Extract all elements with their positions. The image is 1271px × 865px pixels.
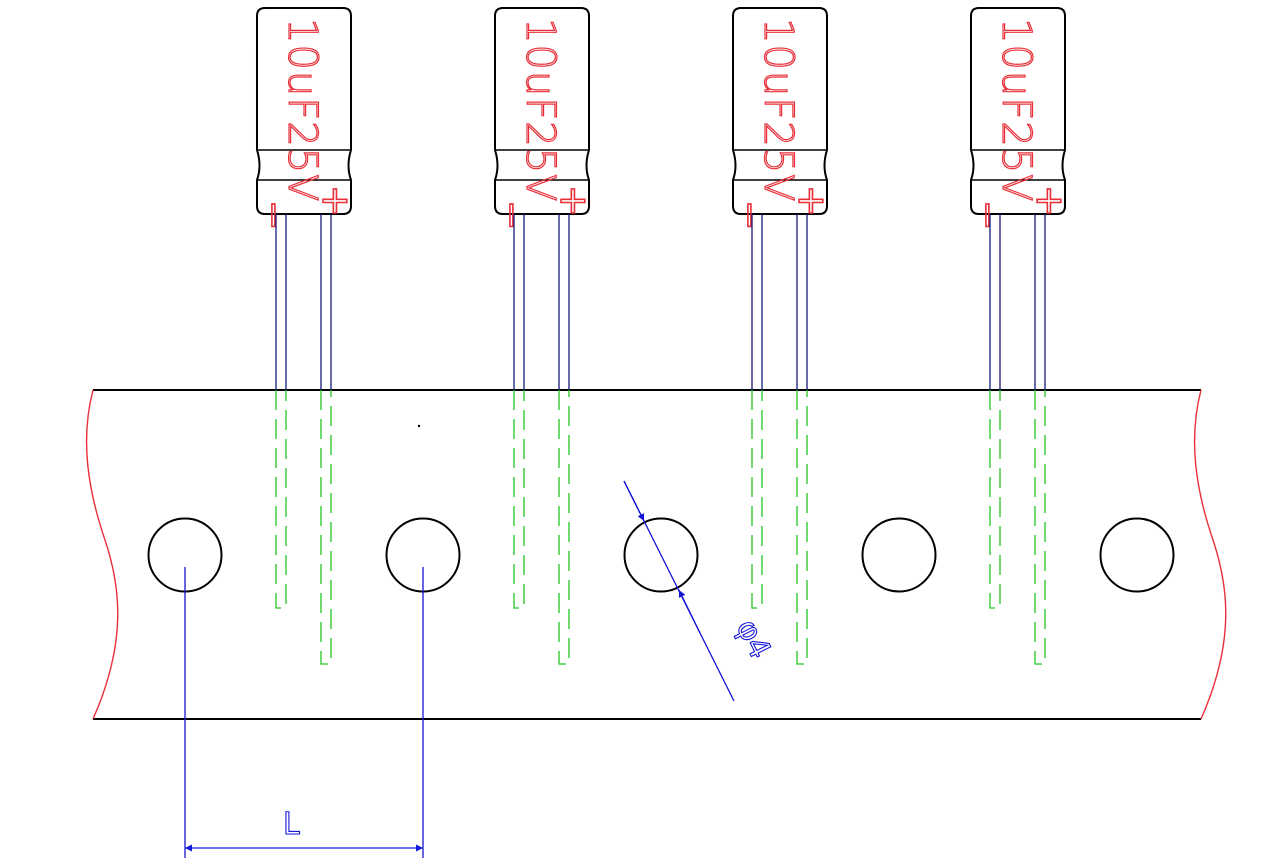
plus-marking: +: [557, 178, 589, 222]
minus-marking: −: [491, 200, 532, 230]
capacitor-label: 10uF25V: [993, 18, 1039, 203]
capacitor-label: 10uF25V: [517, 18, 563, 203]
capacitor-leads: [989, 214, 1046, 390]
sprocket-hole: [861, 517, 937, 593]
minus-marking: −: [253, 200, 294, 230]
pitch-label: L: [283, 807, 300, 842]
tape-left-break: [85, 389, 119, 720]
tape-right-break: [1193, 389, 1227, 720]
capacitor-leads: [275, 214, 332, 390]
sprocket-hole: [623, 517, 699, 593]
capacitor: 10uF25V − +: [966, 7, 1066, 231]
carrier-tape: [85, 389, 1227, 720]
plus-marking: +: [1033, 178, 1065, 222]
sprocket-hole: [1099, 517, 1175, 593]
minus-marking: −: [729, 200, 770, 230]
minus-marking: −: [967, 200, 1008, 230]
plus-marking: +: [795, 178, 827, 222]
capacitor-leads: [751, 214, 808, 390]
hidden-leads: [275, 390, 1046, 665]
capacitor-leads: [513, 214, 570, 390]
tape-dot: [417, 424, 421, 428]
capacitor-label: 10uF25V: [279, 18, 325, 203]
pitch-dimension: L: [184, 567, 424, 858]
hole-diameter-label: φ4: [729, 614, 778, 664]
capacitor: 10uF25V − +: [728, 7, 828, 231]
capacitor: 10uF25V − +: [490, 7, 590, 231]
arrow-segment: [623, 480, 645, 522]
capacitor: 10uF25V − +: [252, 7, 352, 231]
hole-diameter-dimension: φ4: [623, 480, 778, 702]
plus-marking: +: [319, 178, 351, 222]
capacitor-label: 10uF25V: [755, 18, 801, 203]
arrow-segment: [678, 589, 701, 634]
